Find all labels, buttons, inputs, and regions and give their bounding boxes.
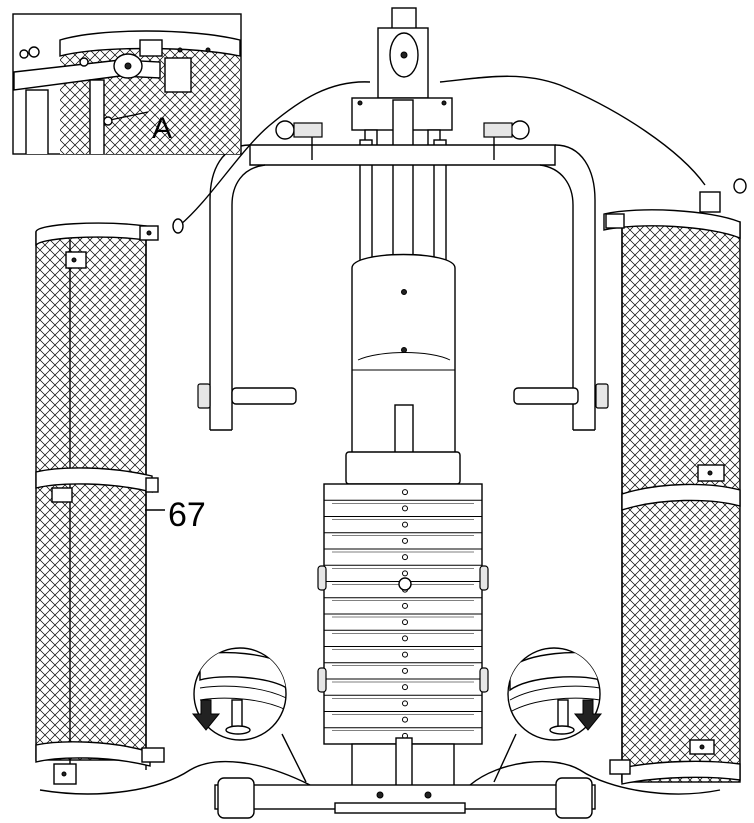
part-number-label: 67 — [168, 496, 206, 534]
weight-stack — [317, 451, 489, 787]
left-detail-circle — [191, 647, 307, 783]
weight-pin-hole — [402, 716, 408, 723]
weight-pin-hole — [402, 570, 408, 577]
weight-plates — [324, 489, 482, 739]
down-arrow-icon — [191, 699, 221, 731]
back-pad — [351, 253, 456, 461]
right-detail-circle — [493, 647, 603, 783]
weight-pin-hole — [402, 651, 408, 658]
weight-pin-hole — [402, 537, 408, 544]
detail-callout-label: A — [152, 112, 172, 145]
weight-pin-hole — [402, 667, 408, 674]
cable-routes — [39, 75, 721, 795]
base-frame — [214, 777, 596, 819]
right-mesh-shroud — [603, 178, 747, 785]
weight-pin-hole — [402, 521, 408, 528]
weight-pin-hole — [402, 684, 408, 691]
down-arrow-icon — [573, 699, 603, 731]
weight-pin-hole — [402, 554, 408, 561]
detail-inset-a: A — [12, 13, 242, 155]
weight-pin-hole — [402, 602, 408, 609]
weight-pin-hole — [402, 700, 408, 707]
weight-pin-hole — [402, 489, 408, 496]
weight-pin-hole — [402, 619, 408, 626]
left-mesh-shroud — [35, 218, 184, 785]
weight-pin-hole — [402, 505, 408, 512]
weight-pin-hole — [402, 635, 408, 642]
